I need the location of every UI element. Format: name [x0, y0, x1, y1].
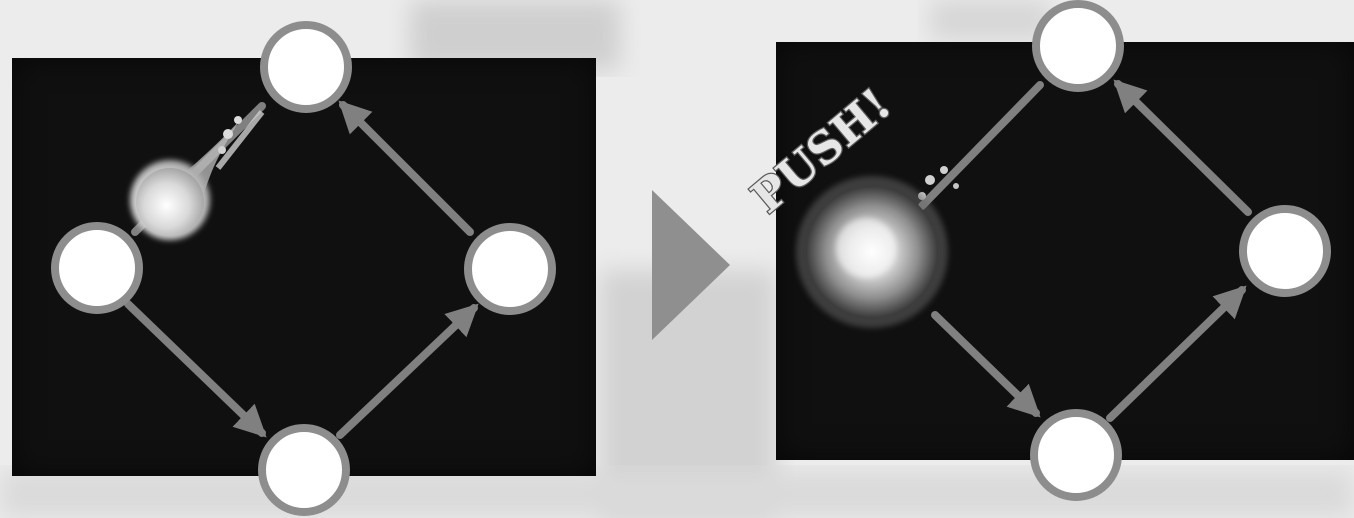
node-right-bottom [1034, 413, 1118, 497]
node-left-bottom [262, 428, 346, 512]
left-nodes [55, 25, 552, 512]
node-right-top [1036, 4, 1120, 88]
arrow-right-w-to-s [935, 315, 1036, 413]
node-left-left [55, 226, 139, 310]
right-nodes [1034, 4, 1327, 497]
arrow-left-s-to-e [340, 308, 474, 435]
play-triangle-icon [652, 190, 730, 340]
node-right-right [1243, 209, 1327, 293]
node-left-right [468, 227, 552, 311]
arrow-left-w-to-s [128, 304, 262, 433]
glowing-orb-icon [796, 176, 948, 328]
arrow-right-s-to-e [1110, 290, 1242, 418]
right-connectors [922, 84, 1248, 418]
left-connectors [128, 105, 474, 435]
arrow-right-n-to-w [922, 85, 1040, 206]
node-left-top [264, 25, 348, 109]
arrow-right-e-to-n [1118, 84, 1248, 212]
arrow-left-e-to-n [343, 105, 470, 232]
